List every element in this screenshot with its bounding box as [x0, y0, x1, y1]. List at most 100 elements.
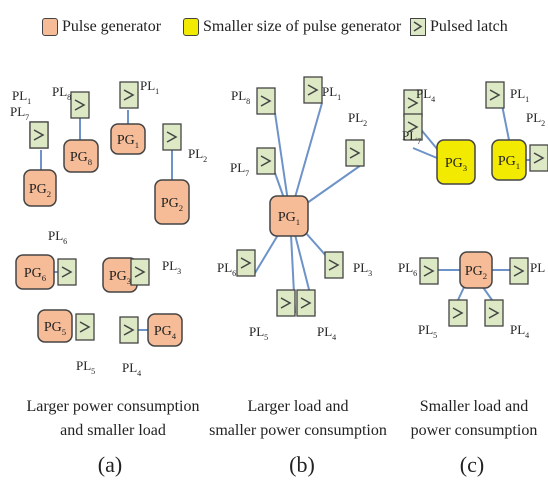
latch-triangle-icon	[260, 95, 272, 107]
legend-pulsed-latch-label: Pulsed latch	[430, 18, 508, 35]
pulsed-latch-a-4	[162, 123, 182, 151]
pulse-generator-label-c-0: PG3	[445, 156, 467, 173]
wire-c-3	[501, 104, 511, 146]
pulsed-latch-c-7	[484, 299, 504, 327]
pulsed-latch-c-3	[529, 144, 548, 172]
pulse-generator-label-a-4: PG6	[24, 266, 47, 283]
latch-triangle-icon	[260, 155, 272, 167]
pulsed-latch-a-2	[119, 81, 139, 109]
pulsed-latch-label-c-3: PL2	[526, 110, 545, 128]
latch-triangle-icon	[307, 84, 319, 96]
caption-a-line1: Larger power consumption	[26, 398, 200, 415]
pulsed-latch-a-7	[75, 313, 95, 341]
pulsed-latch-b-4	[236, 249, 256, 277]
pulsed-latch-label-a-6: PL3	[162, 258, 181, 276]
pulsed-latch-c-2	[403, 113, 423, 141]
latch-triangle-icon	[280, 297, 292, 309]
pulse-generator-label-a-3: PG2	[161, 196, 183, 213]
caption-c-line2: power consumption	[410, 422, 538, 439]
latch-triangle-icon	[349, 147, 361, 159]
latch-triangle-icon	[513, 265, 525, 277]
pulsed-latch-label-b-5: PL3	[353, 260, 372, 278]
pulsed-latch-label-a-2: PL1	[140, 78, 159, 96]
pulsed-latch-label-a-5: PL6	[48, 228, 67, 246]
pulse-generator-label-b-0: PG1	[278, 210, 300, 227]
pulsed-latch-label-c-0: PL4	[416, 86, 435, 104]
pulsed-latch-a-6	[130, 258, 150, 286]
pulse-generator-b-0: PG1	[269, 195, 309, 237]
pulsed-latch-label-b-0: PL8	[231, 88, 250, 106]
pulsed-latch-swatch	[410, 18, 426, 36]
latch-triangle-icon	[79, 321, 91, 333]
pulsed-latch-label-b-1: PL1	[322, 84, 341, 102]
pulsed-latch-a-1	[70, 91, 90, 119]
pulse-generator-a-0: PG1	[110, 123, 146, 155]
pulsed-latch-label-b-3: PL7	[230, 160, 249, 178]
pulse-generator-label-c-2: PG2	[465, 264, 487, 281]
pulsed-latch-label-c-6: PL5	[418, 322, 437, 340]
latch-triangle-icon	[533, 152, 545, 164]
latch-triangle-icon	[423, 265, 435, 277]
pulse-generator-a-7: PG4	[147, 313, 183, 347]
pulse-generator-label-a-2: PG8	[70, 150, 92, 167]
pulse-generator-a-4: PG6	[15, 254, 55, 290]
caption-b: Larger load and smaller power consumptio…	[198, 395, 398, 443]
latch-triangle-icon	[328, 259, 340, 271]
pulsed-latch-label-a-7: PL5	[76, 358, 95, 376]
latch-triangle-icon	[452, 307, 464, 319]
pulsed-latch-c-0	[403, 89, 423, 117]
pulsed-latch-c-4	[419, 257, 439, 285]
pulsed-latch-c-1	[485, 81, 505, 109]
pulsed-latch-a-3	[29, 121, 49, 149]
pulsed-latch-label-c-5: PL	[530, 260, 545, 275]
legend-pulse-generator-label: Pulse generator	[62, 18, 162, 35]
latch-triangle-icon	[413, 21, 423, 32]
pulsed-latch-label-a-4: PL2	[188, 146, 207, 164]
latch-triangle-icon	[74, 99, 86, 111]
latch-triangle-icon	[123, 324, 135, 336]
pulse-generator-label-a-0: PG1	[117, 133, 139, 150]
latch-triangle-icon	[33, 129, 45, 141]
latch-triangle-icon	[240, 257, 252, 269]
pulsed-latch-label-b-4: PL6	[217, 260, 236, 278]
latch-triangle-icon	[123, 89, 135, 101]
pulsed-latch-c-5	[509, 257, 529, 285]
pulsed-latch-label-a-8: PL4	[122, 360, 141, 378]
pulsed-latch-a-8	[119, 316, 139, 344]
pulsed-latch-b-7	[296, 289, 316, 317]
pulse-generator-label-a-5: PG3	[109, 269, 131, 286]
pulse-generator-a-1: PG2	[23, 169, 57, 207]
pulsed-latch-b-3	[256, 147, 276, 175]
pulse-generator-label-a-7: PG4	[154, 324, 177, 341]
pulsed-latch-c-6	[448, 299, 468, 327]
pulsed-latch-label-a-3: PL7	[10, 104, 29, 122]
latch-triangle-icon	[61, 266, 73, 278]
pulsed-latch-label-c-7: PL4	[510, 322, 529, 340]
pulse-generator-c-0: PG3	[436, 139, 476, 185]
panel-label-a: (a)	[97, 452, 123, 477]
smaller-pulse-generator-swatch	[183, 18, 199, 36]
pulsed-latch-b-6	[276, 289, 296, 317]
pulsed-latch-label-b-7: PL4	[317, 324, 336, 342]
pulse-generator-label-c-1: PG1	[498, 154, 520, 171]
latch-triangle-icon	[134, 266, 146, 278]
caption-b-line1: Larger load and	[247, 398, 349, 415]
pulse-generator-a-2: PG8	[63, 139, 99, 173]
caption-b-line2: smaller power consumption	[209, 422, 387, 439]
pulsed-latch-a-5	[57, 258, 77, 286]
pulsed-latch-label-a-1: PL8	[52, 84, 71, 102]
latch-triangle-icon	[166, 131, 178, 143]
pulsed-latch-b-0	[256, 87, 276, 115]
caption-a: Larger power consumption and smaller loa…	[8, 395, 218, 443]
latch-triangle-icon	[489, 89, 501, 101]
pulse-generator-a-6: PG5	[37, 309, 73, 343]
pulse-generator-label-a-1: PG2	[29, 182, 51, 199]
latch-triangle-icon	[407, 97, 419, 109]
legend-smaller-pulse-generator: Smaller size of pulse generator	[183, 14, 401, 40]
latch-triangle-icon	[407, 121, 419, 133]
pulsed-latch-b-2	[345, 139, 365, 167]
pulse-generator-c-2: PG2	[459, 251, 493, 289]
panel-label-b: (b)	[289, 452, 315, 477]
